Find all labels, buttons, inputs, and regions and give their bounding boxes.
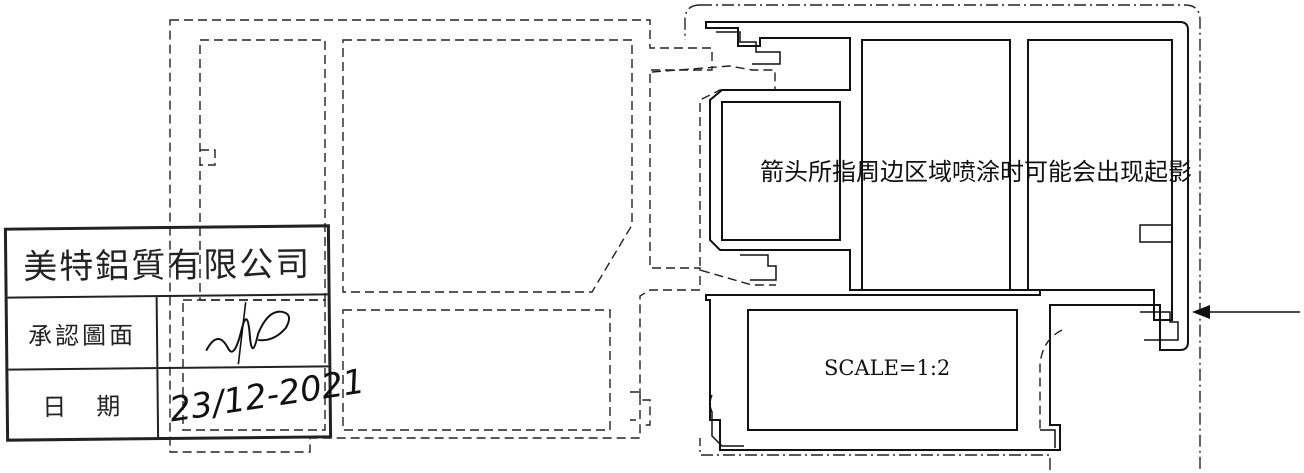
left-chamber-4 [182, 299, 326, 431]
left-chamber-2 [342, 39, 633, 293]
right-envelope [699, 4, 1201, 470]
left-bottom-notch [630, 391, 641, 421]
right-small-hook-right [1140, 311, 1179, 341]
right-dashed-arc [1039, 329, 1063, 430]
right-small-hook-mid [740, 254, 777, 281]
left-chamber-1-notch [200, 149, 216, 166]
arrow-head [1192, 305, 1210, 319]
right-chamber-1 [861, 39, 1011, 291]
right-profile-outline [705, 21, 1189, 451]
scale-label: SCALE=1:2 [824, 356, 951, 380]
stamp-approval-row: 承認圖面 [7, 295, 329, 371]
stamp-company-name: 美特鋁質有限公司 [6, 227, 328, 299]
stamp-date-label: 日 期 [8, 369, 160, 439]
right-chamber-2 [1027, 39, 1173, 321]
right-chamber-2-notch [1139, 224, 1172, 243]
stamp-date-row: 日 期 23/12-2021 [8, 361, 367, 439]
connector-dashed [651, 65, 776, 286]
left-profile-outline [169, 19, 713, 453]
right-bottom-step [1040, 429, 1056, 448]
right-small-hook-top [716, 31, 781, 65]
signature [205, 302, 291, 365]
left-chamber-3 [342, 309, 611, 431]
stamp-approval-label: 承認圖面 [7, 297, 159, 369]
stamp-date-label-1: 日 [42, 392, 70, 421]
right-inner-channel [721, 101, 841, 241]
stamp-date-label-2: 期 [96, 391, 124, 421]
coating-note: 箭头所指周边区域喷涂时可能会出现起影 [760, 158, 1192, 186]
approval-stamp: 美特鋁質有限公司 承認圖面 日 期 23/12-2021 [3, 224, 367, 442]
right-chamber-3 [747, 309, 1018, 431]
right-bottom-hook [709, 394, 744, 447]
right-envelope-left-edge [684, 4, 701, 40]
